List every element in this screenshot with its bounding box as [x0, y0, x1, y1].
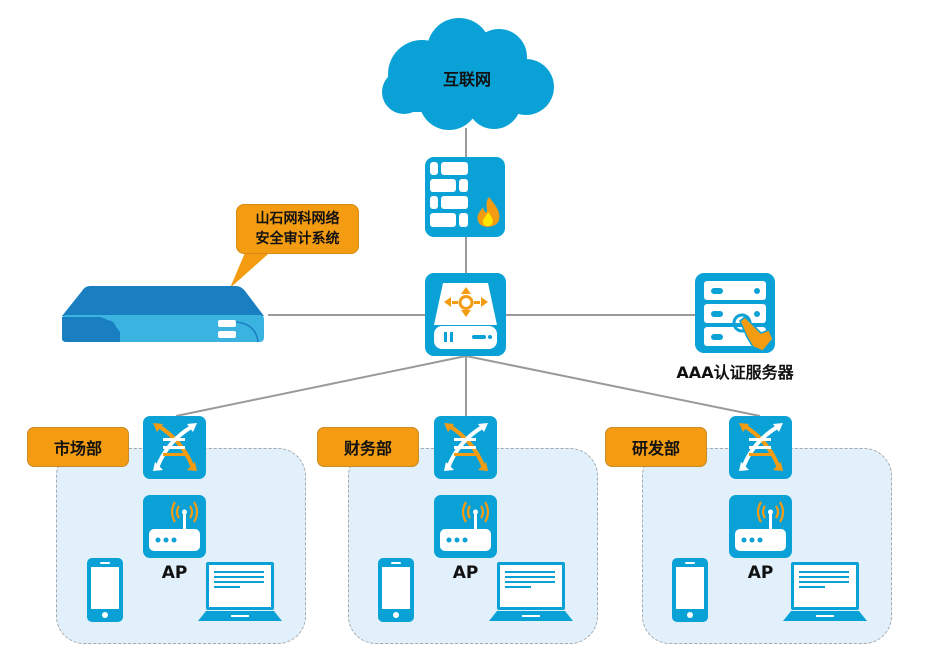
laptop-icon [489, 562, 573, 621]
dept-tag-1: 市场部 [27, 427, 129, 467]
mobile-phone-icon [672, 558, 708, 622]
wireless-ap-icon [434, 495, 497, 558]
aaa-server[interactable]: AAA认证服务器 [676, 273, 794, 382]
link-core-dept3 [465, 355, 761, 417]
dept-3-switch[interactable] [729, 416, 792, 479]
core-router-icon [425, 273, 506, 356]
firewall[interactable] [425, 157, 505, 237]
auth-server-icon [695, 273, 775, 353]
dept-1-switch[interactable] [143, 416, 206, 479]
mobile-phone-icon [378, 558, 414, 622]
dept-1-phone[interactable] [87, 558, 123, 622]
audit-system-callout: 山石网科网络 安全审计系统 [236, 204, 359, 254]
wireless-ap-icon [143, 495, 206, 558]
dept-1-ap[interactable] [143, 495, 206, 558]
dept-3-phone[interactable] [672, 558, 708, 622]
link-core-dept1 [175, 355, 467, 417]
dept-3-laptop[interactable] [783, 562, 867, 622]
switch-icon [143, 416, 206, 479]
wireless-ap-icon [729, 495, 792, 558]
cloud-icon [382, 18, 554, 130]
security-audit-appliance[interactable] [60, 284, 266, 344]
callout-pointer [230, 248, 275, 288]
laptop-icon [198, 562, 282, 621]
callout-line-2: 安全审计系统 [255, 231, 340, 247]
aaa-server-label: AAA认证服务器 [676, 363, 794, 382]
dept-tag-3: 研发部 [605, 427, 707, 467]
callout-line-1: 山石网科网络 [255, 211, 340, 227]
mobile-phone-icon [87, 558, 123, 622]
internet-label: 互联网 [442, 70, 491, 89]
switch-icon [729, 416, 792, 479]
laptop-icon [783, 562, 867, 621]
dept-2-laptop[interactable] [489, 562, 573, 622]
dept-2-switch[interactable] [434, 416, 497, 479]
internet-cloud: 互联网 [374, 12, 560, 130]
dept-2-phone[interactable] [378, 558, 414, 622]
switch-icon [434, 416, 497, 479]
dept-1-laptop[interactable] [198, 562, 282, 622]
security-appliance-icon [62, 286, 264, 343]
core-router[interactable] [425, 273, 506, 356]
dept-1-ap-label: AP [161, 563, 188, 583]
dept-tag-2: 财务部 [317, 427, 419, 467]
dept-3-ap[interactable] [729, 495, 792, 558]
firewall-icon [425, 157, 505, 237]
dept-2-ap[interactable] [434, 495, 497, 558]
dept-2-ap-label: AP [452, 563, 479, 583]
dept-3-ap-label: AP [747, 563, 774, 583]
